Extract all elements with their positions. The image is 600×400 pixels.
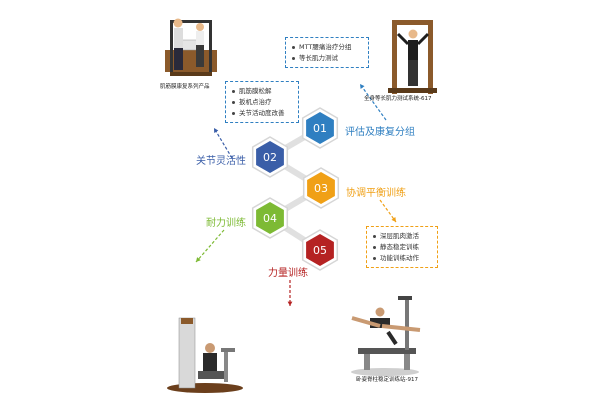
note-item: 扳机点治疗: [232, 97, 292, 108]
step-number: 03: [314, 182, 328, 195]
note-item: 深层肌肉激活: [373, 231, 431, 242]
step-number: 01: [313, 122, 327, 135]
note-box-top-right: MTT腰痛治疗分组 等长肌力测试: [285, 37, 369, 68]
bullet-icon: [373, 235, 376, 238]
note-item: 功能训练动作: [373, 253, 431, 264]
step-label-02: 关节灵活性: [196, 156, 246, 167]
caption-top-right: 全身等长肌力测试系统-617: [364, 96, 432, 102]
bullet-icon: [232, 101, 235, 104]
note-text: 肌筋膜松解: [239, 87, 272, 95]
bullet-icon: [292, 57, 295, 60]
arrow-to-test-frame: [359, 83, 387, 121]
step-label-01: 评估及康复分组: [345, 127, 415, 138]
hexagon-step-03: [307, 172, 335, 204]
bullet-icon: [292, 46, 295, 49]
hexagon-step-02: [256, 141, 284, 173]
note-item: MTT腰痛治疗分组: [292, 42, 362, 53]
strength-machine-photo: [167, 317, 243, 393]
arrows-layer: [195, 83, 397, 306]
arrow-to-bench-notes: [379, 199, 397, 223]
note-item: 等长肌力测试: [292, 53, 362, 64]
bullet-icon: [373, 246, 376, 249]
hexagon-step-04: [256, 202, 284, 234]
caption-top-left: 肌筋膜康复系列产品: [160, 84, 210, 90]
step-label-05: 力量训练: [268, 268, 308, 279]
note-text: 静态稳定训练: [380, 243, 419, 251]
note-text: 功能训练动作: [380, 254, 419, 262]
bullet-icon: [232, 112, 235, 115]
isometric-test-frame-photo: [388, 20, 437, 94]
note-text: 深层肌肉激活: [380, 232, 419, 240]
note-item: 关节活动度改善: [232, 108, 292, 119]
note-box-right: 深层肌肉激活 静态稳定训练 功能训练动作: [366, 226, 438, 268]
note-text: 等长肌力测试: [299, 54, 338, 62]
step-label-03: 协调平衡训练: [346, 188, 406, 199]
bullet-icon: [232, 90, 235, 93]
hexagon-step-01: [306, 112, 334, 144]
step-label-04: 耐力训练: [206, 218, 246, 229]
note-item: 肌筋膜松解: [232, 86, 292, 97]
stability-bench-photo: [351, 296, 421, 376]
arrow-to-strength-machine: [195, 229, 225, 263]
caption-bottom-right: 卧姿脊柱稳定训练站-917: [356, 377, 418, 383]
note-box-top-left: 肌筋膜松解 扳机点治疗 关节活动度改善: [225, 81, 299, 123]
note-item: 静态稳定训练: [373, 242, 431, 253]
hexagon-steps: 01 02 03 04 05: [251, 107, 340, 271]
note-text: 扳机点治疗: [239, 98, 272, 106]
bullet-icon: [373, 257, 376, 260]
hexagon-step-05: [306, 234, 334, 266]
arrow-down-strength: [287, 280, 293, 306]
arrow-to-rehab-rack: [213, 127, 233, 159]
note-text: MTT腰痛治疗分组: [299, 43, 352, 51]
rehab-rack-photo: [165, 18, 217, 76]
step-number: 05: [313, 244, 327, 257]
step-number: 04: [263, 212, 277, 225]
note-text: 关节活动度改善: [239, 109, 285, 117]
step-number: 02: [263, 151, 277, 164]
